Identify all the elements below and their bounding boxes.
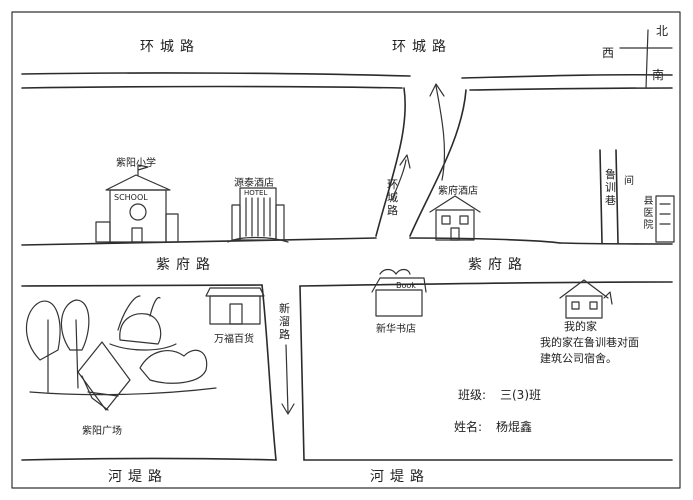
compass-south: 南 <box>652 68 665 82</box>
lane-right-edge <box>615 149 619 244</box>
hotel-label: 源泰酒店 <box>234 178 274 189</box>
compass-ns-line <box>645 29 649 89</box>
xinliu-arrow-line <box>285 344 289 413</box>
zifu-road-label-left: 紫府路 <box>156 257 216 273</box>
zifu-road-bottom-edge-right <box>299 281 673 287</box>
home-note-line3: 建筑公司宿舍。 <box>540 352 617 365</box>
bookstore-label: 新华书店 <box>376 324 416 335</box>
name-label: 姓名: <box>454 420 483 434</box>
hotel-sign: HOTEL <box>244 189 268 197</box>
department-store-building <box>205 287 265 325</box>
ring-road-top-edge-right <box>461 73 673 79</box>
xinliu-road-label: 新溜路 <box>279 302 290 341</box>
zifu-road-top-edge-right <box>409 237 561 244</box>
ring-road-label-left: 环城路 <box>140 39 200 55</box>
ring-road-arrow-up-line <box>435 85 446 181</box>
class-value: 三(3)班 <box>500 388 541 402</box>
bookstore-sign: Book <box>396 281 416 290</box>
hedi-road-edge-left <box>21 457 277 461</box>
ring-road-lower-edge-left <box>21 85 403 89</box>
zifu-road-label-right: 紫府路 <box>468 257 528 273</box>
school-label: 紫阳小学 <box>116 158 156 169</box>
ring-road-vertical-right-edge <box>409 89 467 237</box>
hospital-label: 县医院 <box>643 196 654 231</box>
lane-left-edge <box>599 149 603 244</box>
gate-label: 间 <box>624 176 634 187</box>
hedi-road-label-left: 河堤路 <box>108 469 168 485</box>
compass-west: 西 <box>602 46 615 60</box>
ring-road-vertical-label: 环城路 <box>387 178 398 217</box>
zifu-hotel-label: 紫府酒店 <box>438 186 478 197</box>
ring-road-vertical-left-edge <box>375 87 406 237</box>
xinliu-road-left-edge <box>261 284 277 461</box>
home-label: 我的家 <box>564 320 597 333</box>
hedi-road-label-right: 河堤路 <box>370 469 430 485</box>
bookstore-building <box>371 268 427 317</box>
zifu-road-top-edge-left <box>21 237 377 246</box>
school-sign: SCHOOL <box>114 193 148 202</box>
ring-road-label-right: 环城路 <box>392 39 452 55</box>
zifu-road-top-edge-far <box>559 242 673 245</box>
lane-label: 鲁训巷 <box>605 168 616 207</box>
xinliu-arrow-head <box>281 403 295 415</box>
name-value: 杨焜鑫 <box>496 420 533 434</box>
department-store-label: 万福百货 <box>214 334 254 345</box>
ring-road-arrow-up-head <box>429 83 445 97</box>
compass-north: 北 <box>656 24 669 38</box>
ring-road-top-edge-left <box>21 72 411 77</box>
school-building <box>95 164 179 243</box>
zifu-hotel-building <box>429 195 481 241</box>
class-label: 班级: <box>458 388 487 402</box>
hospital-building <box>655 195 675 243</box>
ring-road-arrow-small-head <box>399 154 411 169</box>
plaza-label: 紫阳广场 <box>82 426 122 437</box>
plaza-drawing <box>25 295 217 411</box>
ring-road-lower-edge-right <box>469 87 673 91</box>
home-building <box>559 279 613 319</box>
hotel-building <box>227 187 289 243</box>
home-note-line2: 我的家在鲁训巷对面 <box>540 336 639 349</box>
xinliu-road-right-edge <box>299 285 305 461</box>
ring-road-arrow-small-line <box>391 159 407 201</box>
map-frame <box>11 11 681 489</box>
zifu-road-bottom-edge-left <box>21 284 263 287</box>
